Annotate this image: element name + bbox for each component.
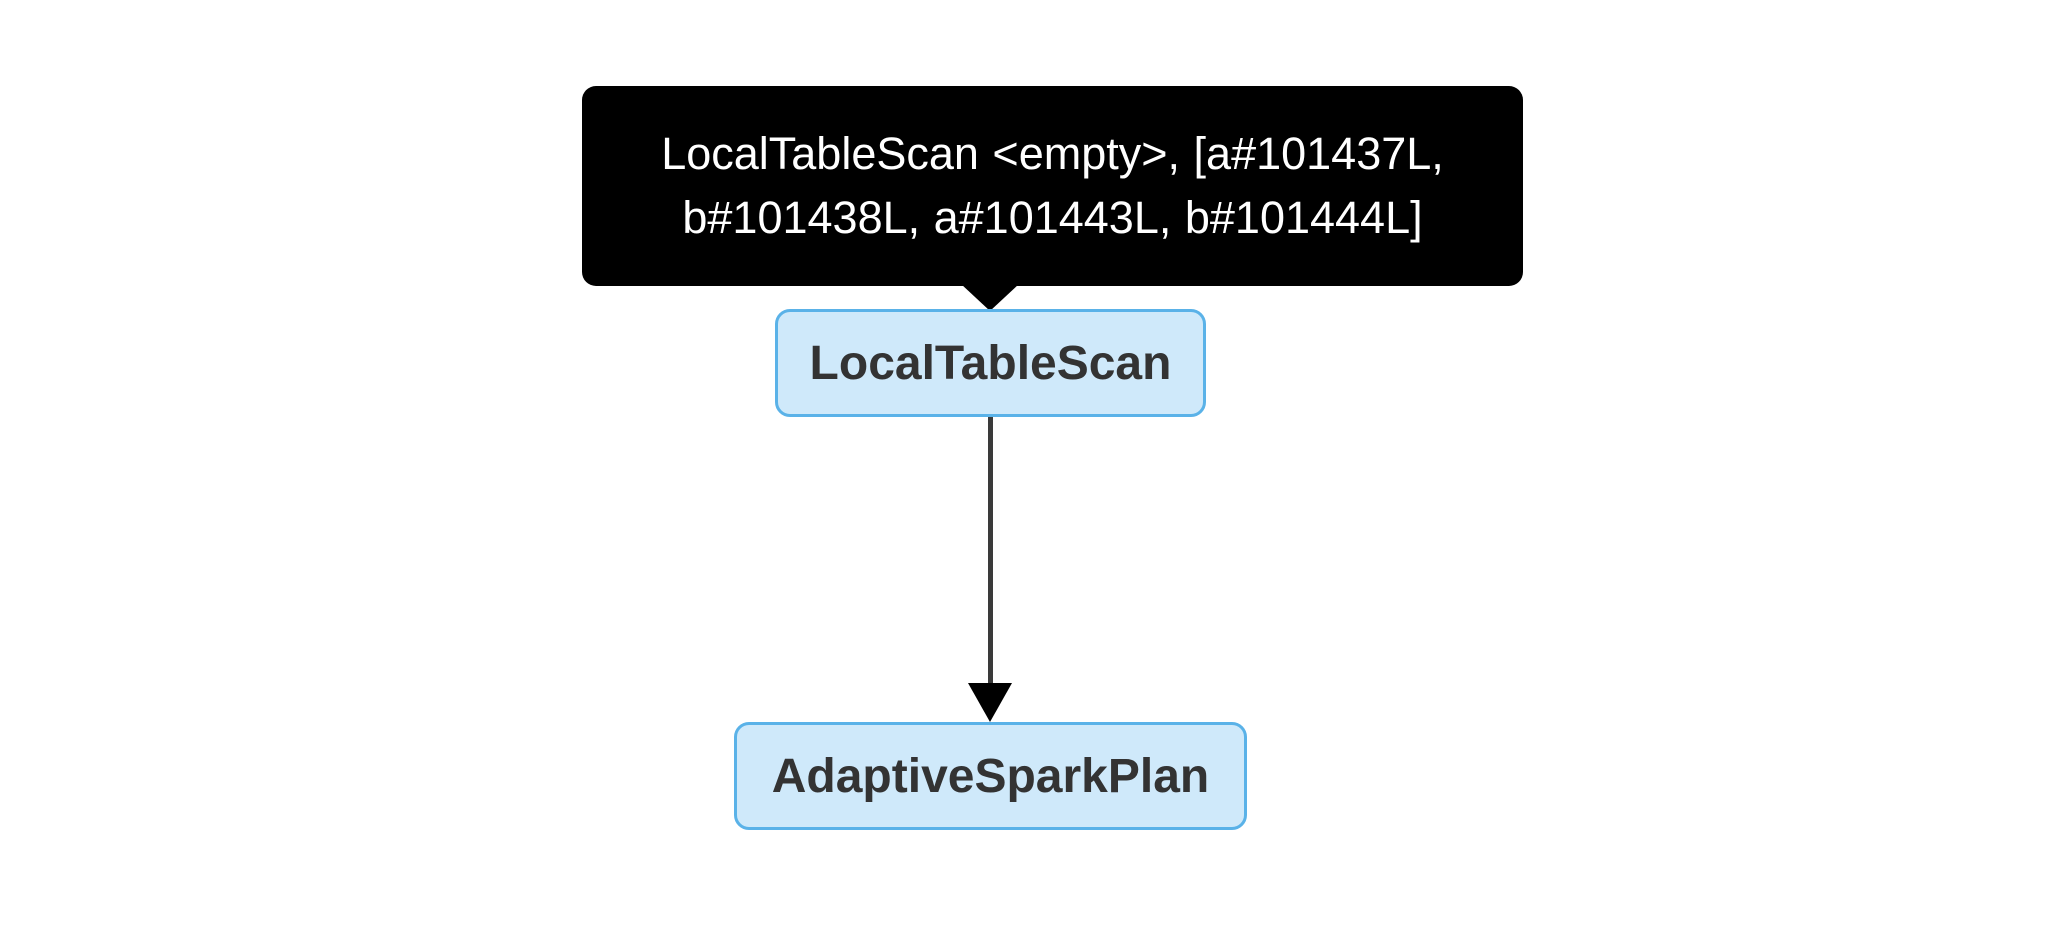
node-localtablescan[interactable]: LocalTableScan — [775, 309, 1206, 417]
edge-localtablescan-adaptivesparkplan — [988, 417, 993, 683]
tooltip-text: LocalTableScan <empty>, [a#101437L, b#10… — [661, 128, 1444, 243]
node-adaptivesparkplan-label: AdaptiveSparkPlan — [771, 749, 1210, 803]
tooltip-pointer-icon — [961, 284, 1019, 311]
node-adaptivesparkplan[interactable]: AdaptiveSparkPlan — [734, 722, 1247, 830]
node-tooltip: LocalTableScan <empty>, [a#101437L, b#10… — [582, 86, 1523, 286]
node-localtablescan-label: LocalTableScan — [809, 336, 1172, 390]
arrowhead-icon — [968, 683, 1012, 722]
